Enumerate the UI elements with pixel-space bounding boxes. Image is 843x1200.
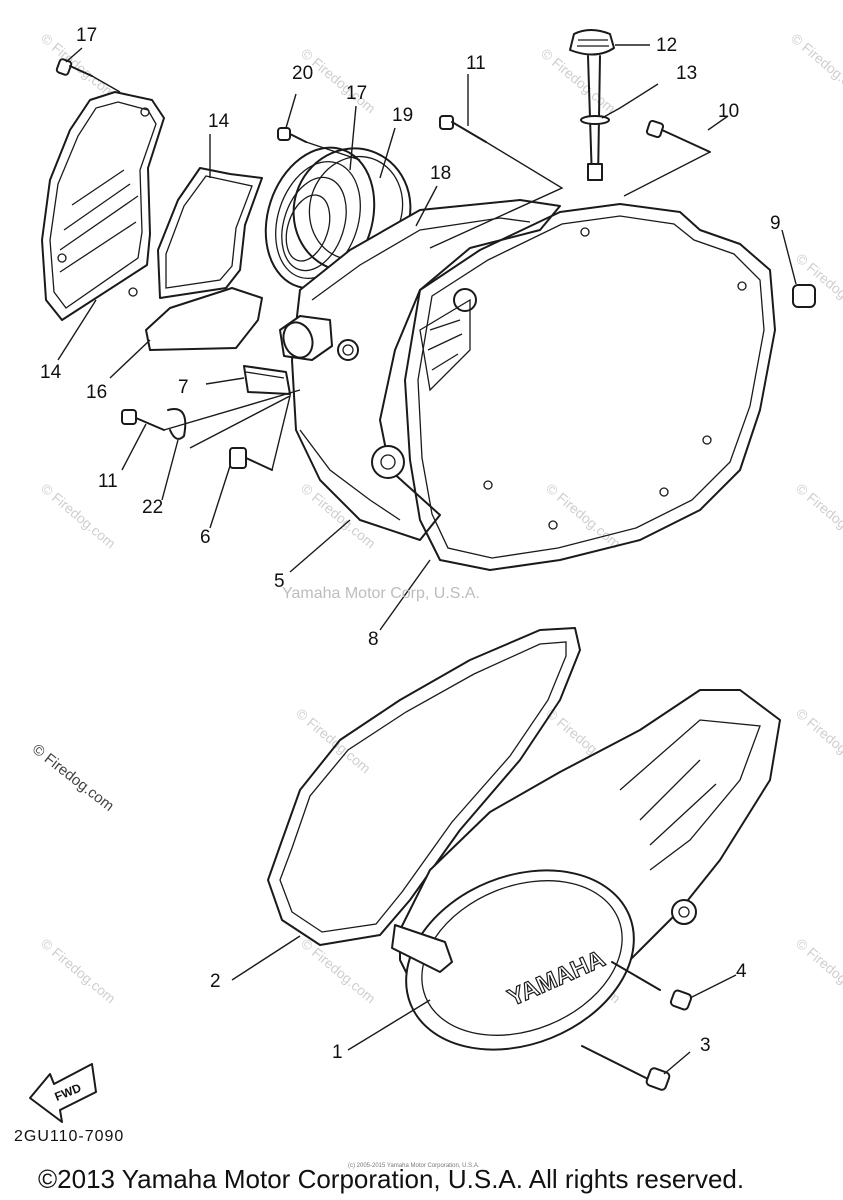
diagram-code: 2GU110-7090 [14,1128,125,1145]
part-9-plug [792,284,816,308]
part-11-bolt-upper [439,115,487,143]
copyright-notice: ©2013 Yamaha Motor Corporation, U.S.A. A… [38,1164,745,1194]
callout-11-lower: 11 [98,471,118,492]
svg-text:© Firedog.com: © Firedog.com [793,705,843,776]
part-10-bolt [645,119,711,153]
svg-text:© Firedog.com: © Firedog.com [538,45,619,116]
credit-text: Yamaha Motor Corp, U.S.A. [282,585,480,602]
callout-14: 14 [40,362,62,383]
part-11-bolt-lower [121,409,165,431]
part-6-drain-plug [229,447,273,471]
part-22-clip [167,408,187,440]
part-12-oil-cap [569,29,615,56]
callout-7: 7 [178,377,189,398]
svg-text:© Firedog.com: © Firedog.com [38,935,119,1006]
callout-20: 19 [392,105,414,126]
part-8-gasket [404,203,776,571]
part-17-bolt [55,58,93,77]
callout-18: 17 [346,83,368,104]
fwd-arrow-icon: FWD [29,1063,97,1123]
callout-3: 3 [700,1035,711,1056]
part-5-crankcase-cover [279,199,561,541]
callout-16: 16 [86,382,108,403]
callout-10: 10 [718,101,740,122]
callout-11-upper: 11 [466,53,486,74]
tiny-notice: (c) 2005-2015 Yamaha Motor Corporation, … [348,1163,480,1169]
svg-text:© Firedog.com: © Firedog.com [298,935,379,1006]
svg-text:© Firedog.com: © Firedog.com [793,480,843,551]
assembly-leaders [91,75,711,471]
callout-8: 8 [368,629,379,650]
callout-leaders [57,44,797,1075]
callout-22: 22 [142,497,164,518]
callout-9: 9 [770,213,781,234]
part-1-generator-cover: YAMAHA [391,689,781,1051]
callout-21: 20 [292,63,314,84]
part-15-gasket [157,167,263,299]
callout-2: 2 [210,971,221,992]
part-16-filter-element [145,287,263,351]
callout-1: 1 [332,1042,343,1063]
part-13-dipstick [580,55,610,181]
callout-6: 6 [200,527,211,548]
part-3-bolt [581,1045,671,1091]
callout-19: 18 [430,163,452,184]
callout-13: 13 [676,63,698,84]
svg-text:© Firedog.com: © Firedog.com [788,30,843,101]
callout-17: 17 [76,25,98,46]
svg-text:© Firedog.com: © Firedog.com [543,480,624,551]
part-2-gasket [267,627,581,946]
part-7-filter [243,365,291,395]
part-21-bolt [277,127,307,143]
callout-12: 12 [656,35,678,56]
callout-5: 5 [274,571,285,592]
callout-4: 4 [736,961,747,982]
part-14-cover-plate [41,91,165,321]
callout-15: 14 [208,111,230,132]
svg-text:© Firedog.com: © Firedog.com [793,935,843,1006]
part-4-bolt [611,961,693,1011]
